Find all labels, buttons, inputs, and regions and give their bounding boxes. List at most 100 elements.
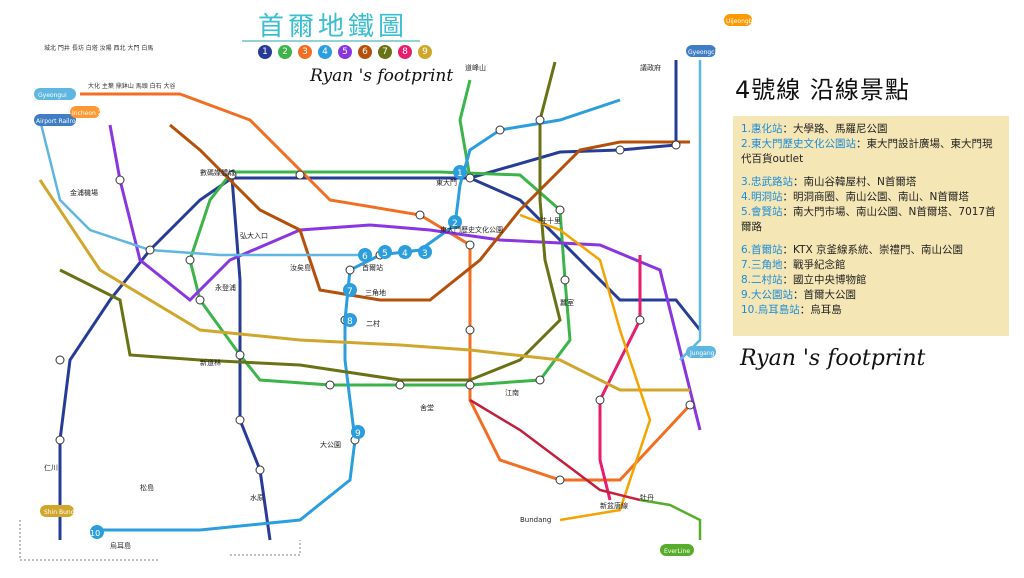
svg-text:烏耳島: 烏耳島 [110,541,131,550]
svg-text:大公園: 大公園 [320,440,341,449]
svg-text:道峰山: 道峰山 [465,63,486,72]
bundang-line [519,213,652,522]
attraction-item: 2.東大門歷史文化公園站：東大門設計廣場、東大門現代百貨outlet [741,137,1003,167]
svg-text:汝矣島: 汝矣島 [290,263,311,272]
station-dots[interactable] [55,115,695,485]
svg-text:蠶室: 蠶室 [560,298,574,307]
attraction-desc: ：戰爭紀念館 [782,259,846,271]
attraction-item: 8.二村站：國立中央博物館 [741,273,1003,288]
attraction-item: 10.烏耳島站：烏耳島 [741,303,1003,318]
svg-text:水原: 水原 [250,493,264,502]
shinbundang-line [469,398,641,502]
svg-text:松島: 松島 [140,483,154,492]
attraction-item: 4.明洞站：明洞商圈、南山公園、南山、N首爾塔 [741,190,1003,205]
svg-text:7: 7 [347,287,353,297]
svg-text:城北 門井 長坊 白塔 汝陽 西北 大門 白馬: 城北 門井 長坊 白塔 汝陽 西北 大門 白馬 [44,44,153,52]
attraction-station[interactable]: 10.烏耳島站 [741,304,800,316]
line-number-5: 5 [338,45,352,59]
attraction-desc: ：烏耳島 [799,304,842,316]
svg-text:議政府: 議政府 [640,63,661,72]
svg-text:Gyeongui: Gyeongui [38,92,67,99]
attraction-desc: ：東大門設計廣場、東大門現代百貨outlet [741,138,993,165]
svg-text:2: 2 [452,219,458,229]
svg-text:Uijeongbu: Uijeongbu [726,18,757,25]
station-names: 城北 門井 長坊 白塔 汝陽 西北 大門 白馬 大化 主葉 鼎鉢山 馬頭 白石 … [44,44,661,550]
svg-text:Bundang: Bundang [520,516,551,524]
attraction-item: 9.大公園站：首爾大公園 [741,288,1003,303]
svg-text:大化 主葉 鼎鉢山 馬頭 白石 大谷: 大化 主葉 鼎鉢山 馬頭 白石 大谷 [88,82,176,90]
attraction-station[interactable]: 6.首爾站 [741,244,783,256]
svg-text:Jungang: Jungang [689,350,715,357]
svg-text:往十里: 往十里 [540,216,561,225]
svg-text:金浦機場: 金浦機場 [70,188,98,197]
attraction-desc: ：KTX 京釜線系統、崇禮門、南山公園 [782,244,964,256]
svg-text:Shin Bundang: Shin Bundang [44,509,86,516]
dotted-lines [19,520,301,561]
attraction-station[interactable]: 4.明洞站 [741,191,783,203]
attraction-station[interactable]: 9.大公園站 [741,289,794,301]
attraction-station[interactable]: 2.東大門歷史文化公園站 [741,138,857,150]
svg-text:9: 9 [355,429,361,439]
signature-bottom: Ryan 's footprint [740,346,926,371]
svg-text:1: 1 [457,169,463,179]
attraction-desc: ：南大門市場、南山公園、N首爾塔、7017首爾路 [741,206,996,233]
attraction-station[interactable]: 7.三角地 [741,259,783,271]
svg-text:舍堂: 舍堂 [420,403,434,412]
svg-text:6: 6 [362,252,368,262]
svg-text:東大門: 東大門 [436,178,457,187]
line-badges: Gyeongui Airport Railroad Incheon 2 Gyeo… [34,14,757,556]
line-6 [169,123,690,302]
attraction-desc: ：南山谷韓屋村、N首爾塔 [793,176,917,188]
line-8 [598,255,642,501]
line-number-1: 1 [258,45,272,59]
svg-text:東大門歷史文化公園: 東大門歷史文化公園 [440,225,503,234]
title-frame [242,6,420,42]
attraction-item: 1.惠化站：大學路、馬羅尼公園 [741,122,1003,137]
attraction-station[interactable]: 8.二村站 [741,274,783,286]
line-number-6: 6 [358,45,372,59]
svg-text:弘大入口: 弘大入口 [240,231,268,240]
svg-text:三角地: 三角地 [365,288,386,297]
line-7 [59,61,562,382]
svg-text:10: 10 [90,529,100,538]
svg-text:新盆唐線: 新盆唐線 [600,501,628,510]
svg-text:3: 3 [422,249,428,259]
svg-text:牡丹: 牡丹 [640,493,654,502]
svg-text:永登浦: 永登浦 [215,283,236,292]
attraction-station[interactable]: 3.忠武路站 [741,176,794,188]
svg-text:Gyeongchun: Gyeongchun [688,49,726,56]
line4-markers: 1 2 3 4 5 6 7 8 9 10 [90,165,467,539]
line-9 [38,179,690,392]
map-title: 首爾地鐵圖 [258,12,409,42]
line-3 [80,92,692,482]
svg-text:Airport Railroad: Airport Railroad [36,118,83,125]
attraction-station[interactable]: 5.會賢站 [741,206,783,218]
line-number-4: 4 [318,45,332,59]
line-number-9: 9 [418,45,432,59]
svg-text:4: 4 [402,249,408,259]
svg-text:Incheon 2: Incheon 2 [72,110,102,117]
svg-text:5: 5 [382,249,388,259]
attraction-desc: ：國立中央博物館 [782,274,867,286]
attraction-item: 7.三角地：戰爭紀念館 [741,258,1003,273]
svg-text:仁川: 仁川 [44,463,58,472]
svg-text:首爾站: 首爾站 [362,263,383,272]
attraction-desc: ：明洞商圈、南山公園、南山、N首爾塔 [782,191,969,203]
attraction-item: 3.忠武路站：南山谷韓屋村、N首爾塔 [741,175,1003,190]
attraction-station[interactable]: 1.惠化站 [741,123,783,135]
everline [639,498,702,540]
line-number-2: 2 [278,45,292,59]
attraction-desc: ：大學路、馬羅尼公園 [782,123,888,135]
panel-title: 4號線 沿線景點 [735,76,910,104]
line-number-7: 7 [378,45,392,59]
line-4 [100,98,621,532]
svg-text:數碼媒體城: 數碼媒體城 [200,168,235,177]
svg-text:EverLine: EverLine [664,548,690,555]
svg-text:二村: 二村 [366,319,380,328]
attraction-item: 6.首爾站：KTX 京釜線系統、崇禮門、南山公園 [741,243,1003,258]
line-number-3: 3 [298,45,312,59]
attraction-item: 5.會賢站：南大門市場、南山公園、N首爾塔、7017首爾路 [741,205,1003,235]
